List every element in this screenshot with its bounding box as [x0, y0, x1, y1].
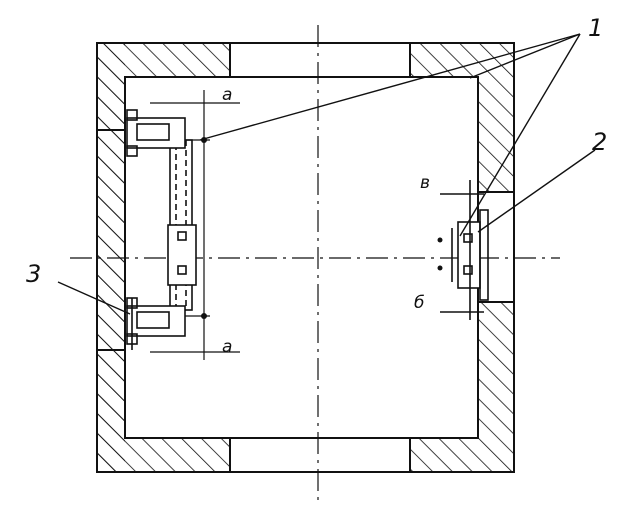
leader-1a [199, 33, 581, 141]
leader-lines [57, 33, 596, 315]
callout-2: 2 [592, 128, 607, 156]
leader-3 [57, 281, 131, 315]
left-car-bracket [167, 224, 197, 286]
callout-3: 3 [26, 260, 41, 288]
right-guide-assembly [440, 180, 489, 320]
leader-1b [469, 33, 581, 79]
dim-label-a-bottom: a [222, 337, 232, 357]
top-guide-shoe [126, 117, 186, 149]
leader-1c [459, 33, 581, 237]
dim-label-a-top: a [222, 85, 232, 105]
callout-1: 1 [588, 14, 603, 42]
dim-label-b: б [414, 293, 424, 313]
left-guide-assembly [126, 109, 197, 350]
bottom-guide-shoe [126, 305, 186, 337]
dim-label-v: в [420, 173, 430, 193]
right-guide-bracket [457, 221, 481, 289]
leader-2 [477, 149, 596, 233]
